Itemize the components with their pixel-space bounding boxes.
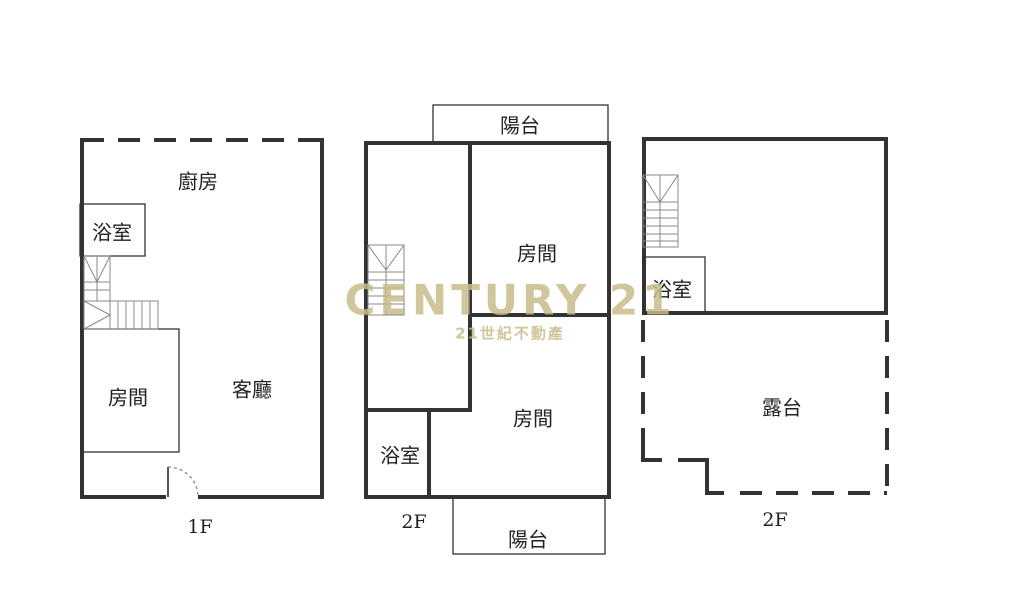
room-label-bedroom: 房間 bbox=[108, 385, 148, 410]
room-label-bedroom-upper: 房間 bbox=[517, 241, 557, 266]
plan-2f-right bbox=[641, 137, 889, 495]
room-label-kitchen: 廚房 bbox=[178, 169, 218, 194]
room-label-balcony-top: 陽台 bbox=[500, 113, 540, 138]
stairs-icon bbox=[367, 244, 405, 316]
room-label-bathroom: 浴室 bbox=[92, 220, 132, 245]
watermark-subtitle: 21世紀不動產 bbox=[455, 324, 565, 343]
room-label-bedroom-lower: 房間 bbox=[513, 406, 553, 431]
plan-1f bbox=[79, 138, 324, 499]
door-icon bbox=[167, 466, 199, 498]
room-label-bathroom: 浴室 bbox=[652, 277, 692, 302]
room-label-balcony-bottom: 陽台 bbox=[508, 527, 548, 552]
stairs-icon bbox=[83, 255, 159, 330]
stairs-icon bbox=[642, 174, 679, 248]
room-label-living-room: 客廳 bbox=[232, 377, 272, 402]
watermark-brand: CENTURY 21 bbox=[344, 275, 676, 325]
floor-label-1f: 1F bbox=[187, 516, 213, 538]
plan-2f-middle bbox=[364, 104, 611, 555]
floor-label-2f-right: 2F bbox=[762, 509, 788, 531]
room-label-terrace: 露台 bbox=[762, 395, 802, 420]
floor-label-2f: 2F bbox=[401, 511, 427, 533]
room-label-bathroom: 浴室 bbox=[380, 443, 420, 468]
